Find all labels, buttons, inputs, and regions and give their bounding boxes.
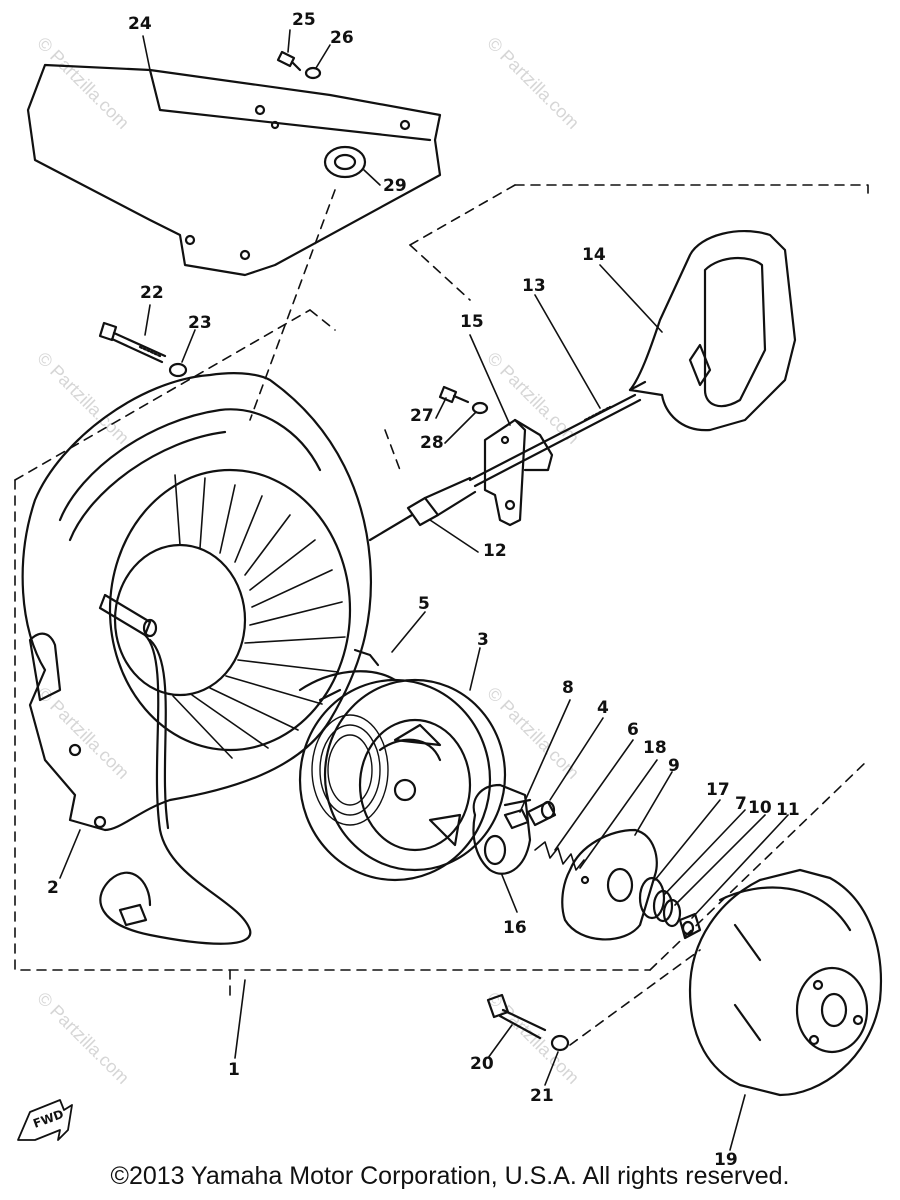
callout-27: 27	[410, 406, 434, 426]
starter-rope	[468, 393, 642, 488]
callout-29: 29	[383, 176, 407, 196]
handle-bracket	[483, 418, 554, 527]
callout-3: 3	[477, 630, 489, 650]
callout-18: 18	[643, 738, 667, 758]
callout-5: 5	[418, 594, 430, 614]
rope-coil	[311, 714, 389, 826]
callout-11: 11	[776, 800, 800, 820]
copyright-notice: ©2013 Yamaha Motor Corporation, U.S.A. A…	[110, 1162, 790, 1190]
callout-20: 20	[470, 1054, 494, 1074]
callout-1: 1	[228, 1060, 240, 1080]
callout-12: 12	[483, 541, 507, 561]
callout-21: 21	[530, 1086, 554, 1106]
callout-13: 13	[522, 276, 546, 296]
callout-17: 17	[706, 780, 730, 800]
starter-housing	[21, 372, 373, 945]
callout-4: 4	[597, 698, 609, 718]
guide-pins	[503, 800, 557, 830]
callout-22: 22	[140, 283, 164, 303]
recoil-spring	[298, 648, 397, 692]
callout-9: 9	[668, 756, 680, 776]
fwd-label: FWD	[31, 1107, 65, 1131]
callout-14: 14	[582, 245, 606, 265]
rope-pulley	[298, 678, 507, 882]
callout-10: 10	[748, 798, 772, 818]
mounting-bolt	[98, 321, 188, 378]
callout-2: 2	[47, 878, 59, 898]
callout-16: 16	[503, 918, 527, 938]
callout-25: 25	[292, 10, 316, 30]
callout-26: 26	[330, 28, 354, 48]
fan-fins	[172, 474, 346, 759]
callout-23: 23	[188, 313, 212, 333]
grommet	[323, 145, 367, 179]
leader-lines	[59, 29, 789, 1151]
callout-6: 6	[627, 720, 639, 740]
callout-15: 15	[460, 312, 484, 332]
callout-28: 28	[420, 433, 444, 453]
cup-bolt	[486, 993, 570, 1052]
top-cover	[26, 63, 442, 277]
friction-spring	[534, 841, 585, 871]
washer-stack	[638, 876, 702, 940]
callout-7: 7	[735, 794, 747, 814]
cable-guide	[368, 476, 477, 542]
friction-plate	[561, 828, 658, 941]
callout-8: 8	[562, 678, 574, 698]
forward-arrow-icon	[17, 1099, 73, 1141]
screw-and-washer	[276, 50, 322, 80]
callout-24: 24	[128, 14, 152, 34]
assembly-outline	[14, 184, 869, 1046]
bracket-screw	[438, 385, 489, 415]
callout-19: 19	[714, 1150, 738, 1170]
starter-handle	[628, 230, 797, 432]
starter-cup	[688, 868, 882, 1097]
